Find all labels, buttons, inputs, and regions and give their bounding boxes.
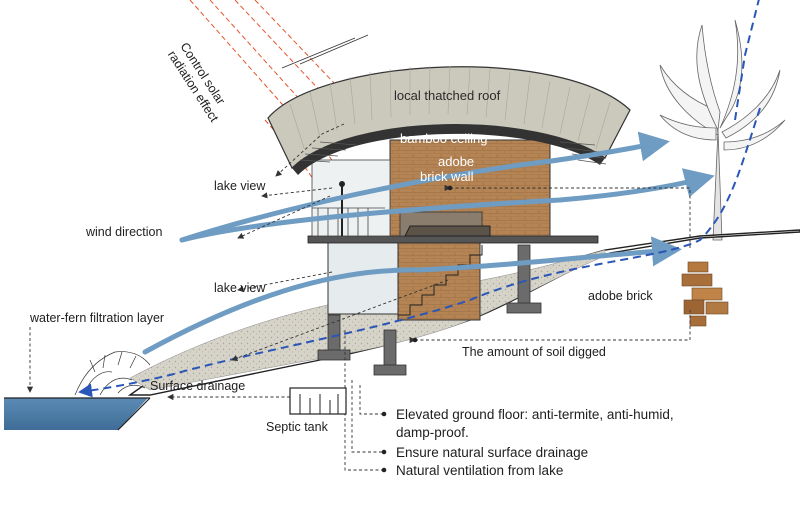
stair-lower <box>398 245 483 316</box>
upper-glass-left <box>311 159 391 237</box>
adobe-brick-label: adobe brick <box>588 289 653 303</box>
wind-arrows <box>142 131 715 355</box>
water-fern-label: water-fern filtration layer <box>29 311 164 325</box>
surface-drainage-label: Surface drainage <box>150 379 245 393</box>
balcony-railing <box>312 207 385 236</box>
roof-texture <box>289 65 611 150</box>
sun-ray-crossing-arrows <box>281 34 369 69</box>
note-ventilation: Natural ventilation from lake <box>396 463 563 478</box>
solar-radiation-label: Control solar radiation effect <box>165 40 228 125</box>
wind-direction-label: wind direction <box>85 225 162 239</box>
palm-tree <box>659 19 786 241</box>
soil-label: The amount of soil digged <box>462 345 606 359</box>
upper-floor-slab <box>307 235 599 244</box>
wall-label-line-2: brick wall <box>420 169 474 184</box>
stair-upper <box>404 225 491 237</box>
leader-dots <box>381 185 453 473</box>
roof-label: local thatched roof <box>394 88 501 103</box>
note-surface-drainage: Ensure natural surface drainage <box>396 445 588 460</box>
lake-view-bottom-label: lake view <box>214 281 266 295</box>
water-flow-path <box>78 0 761 398</box>
ceiling-label: bamboo ceiling <box>400 131 487 146</box>
lake-view-top-label: lake view <box>214 179 266 193</box>
wall-label-line-1: adobe <box>438 154 474 169</box>
adobe-brick-stack <box>681 261 729 327</box>
roof-structure <box>292 124 605 175</box>
leader-lines <box>26 123 691 471</box>
lake <box>4 398 148 430</box>
note-elevated-floor: Elevated ground floor: anti-termite, ant… <box>396 407 674 422</box>
septic-tank <box>289 387 347 415</box>
note-elevated-floor-cont: damp-proof. <box>396 425 469 440</box>
septic-tank-label: Septic tank <box>266 420 329 434</box>
